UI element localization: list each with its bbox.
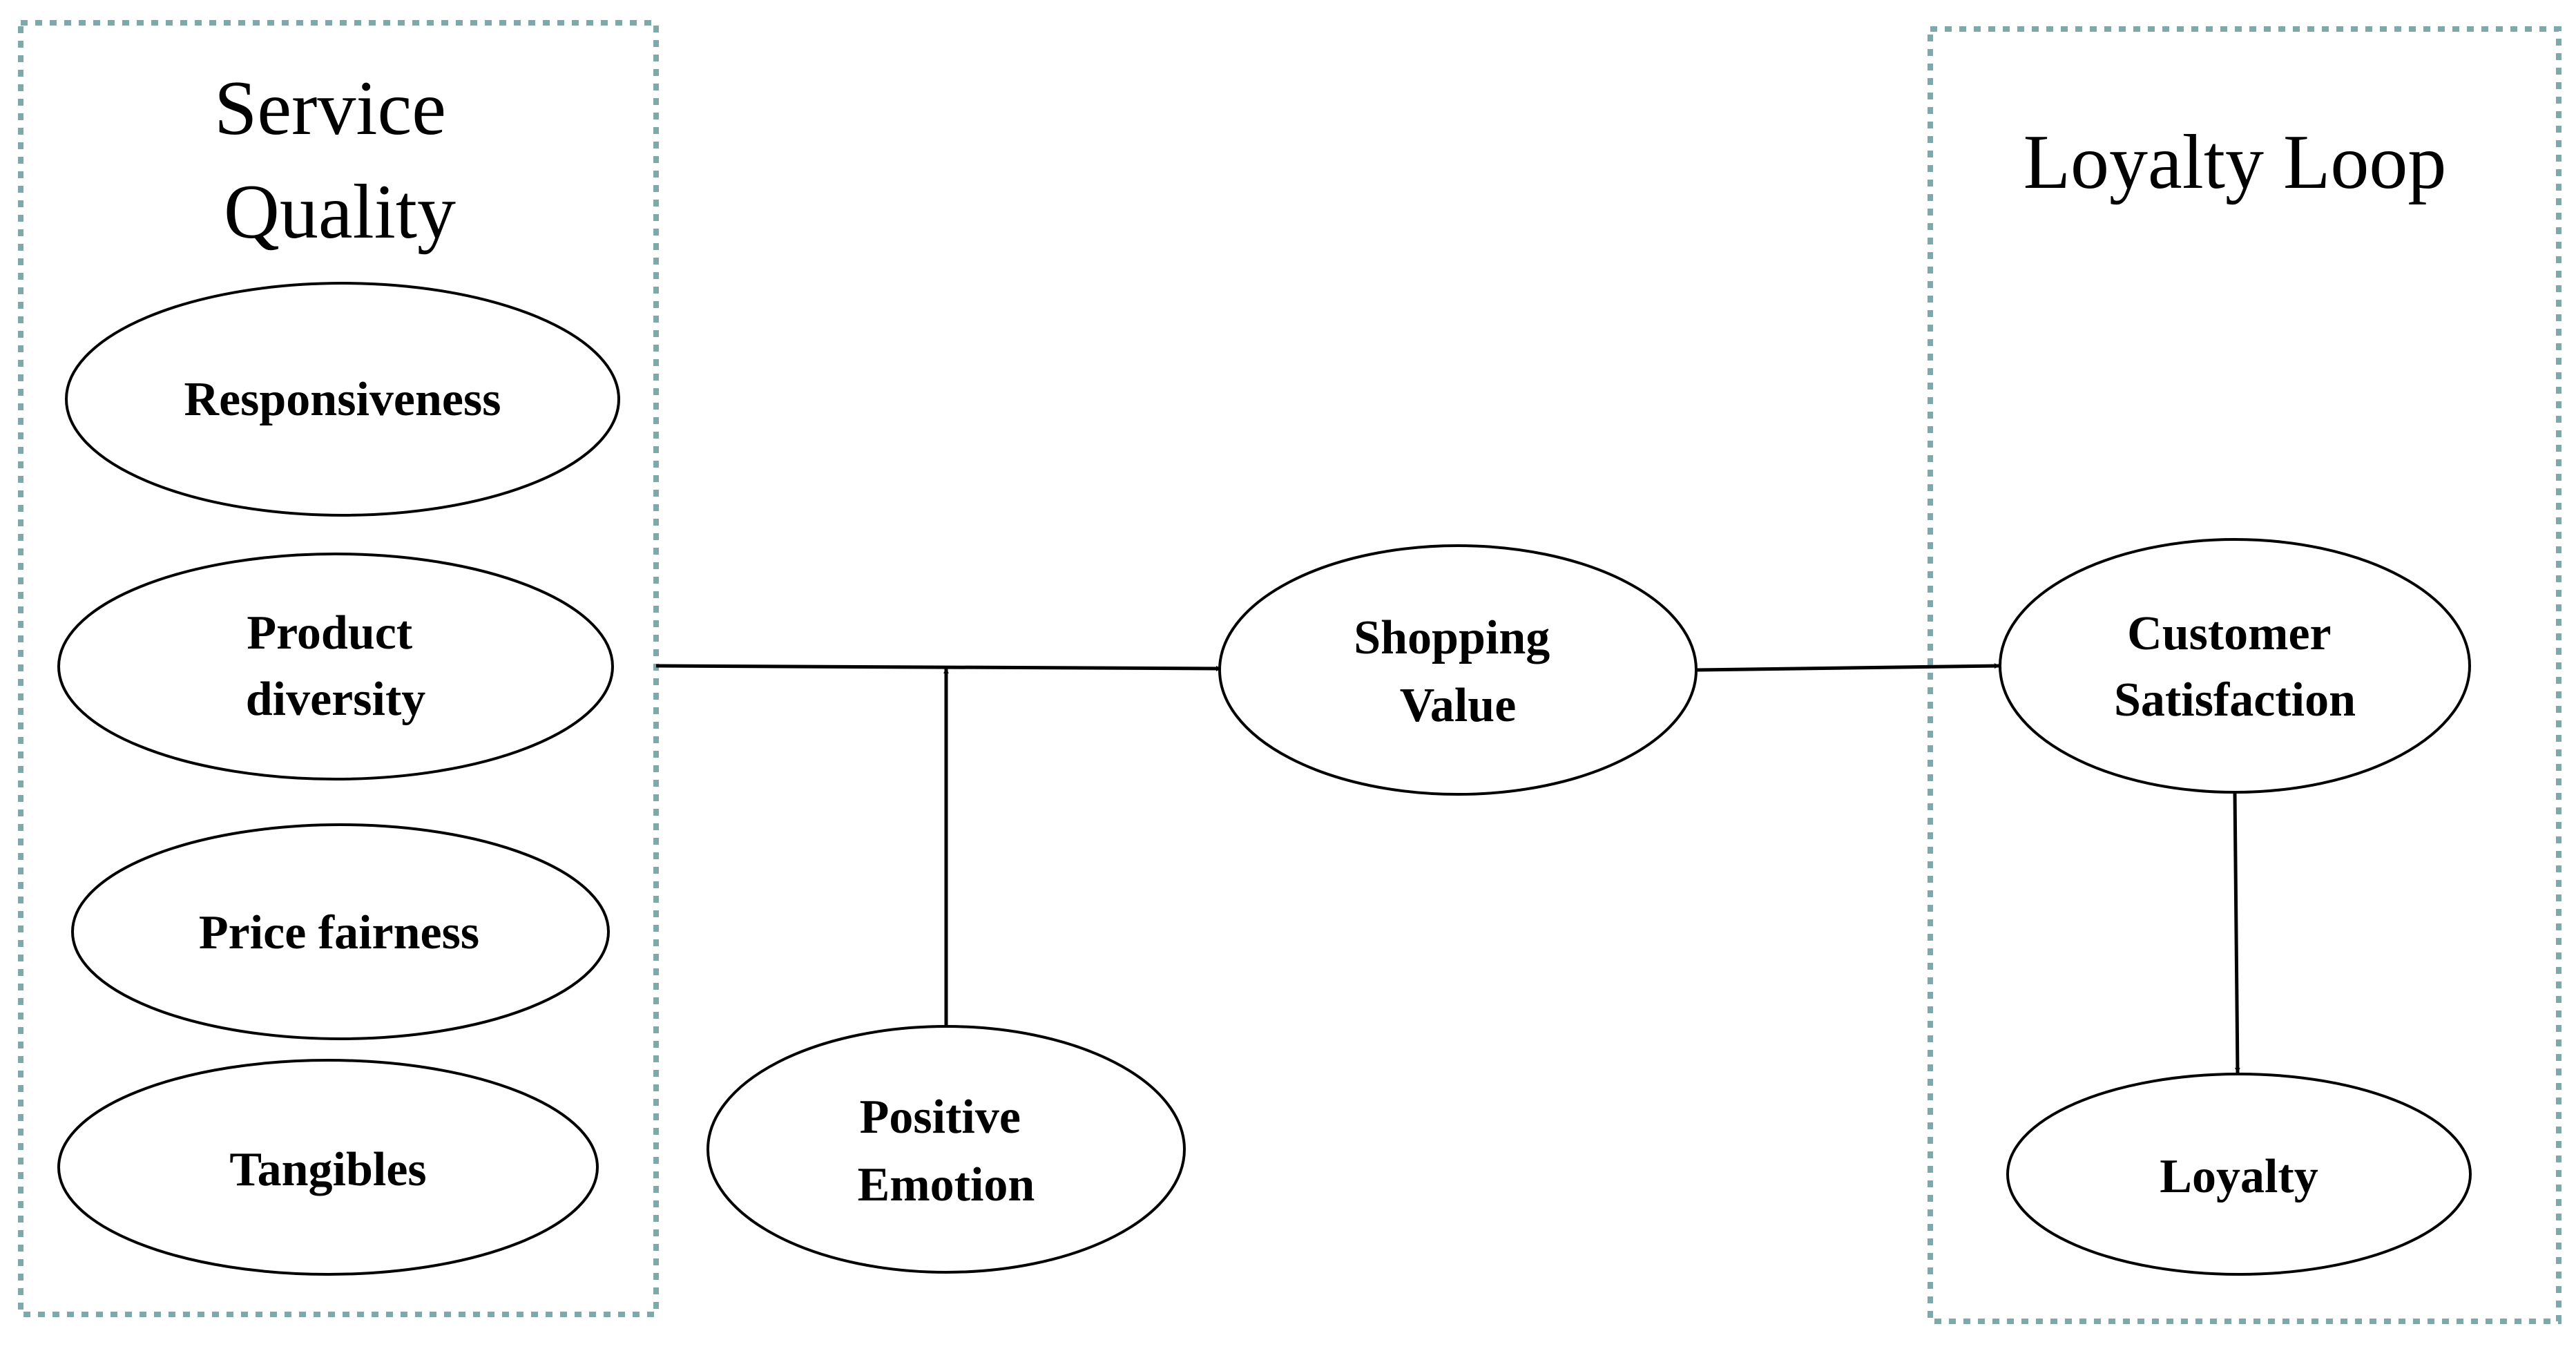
edge-service-quality-to-shopping-value (655, 664, 1222, 671)
tangibles-ellipse (57, 1059, 599, 1276)
shopping-value-ellipse (1218, 544, 1698, 796)
responsiveness-label-line-1: Responsiveness (184, 373, 501, 426)
node-product-diversity: Product diversity (57, 553, 614, 780)
product-diversity-label: Product diversity (246, 606, 426, 726)
responsiveness-ellipse (65, 282, 620, 517)
shopping-value-label-line-2: Value (1400, 679, 1517, 732)
positive-emotion-label-line-1: Positive (860, 1091, 1021, 1144)
tangibles-label-line-1: Tangibles (229, 1143, 426, 1196)
customer-satisfaction-label-line-1: Customer (2127, 607, 2330, 660)
loyalty-loop-group: Loyalty Loop (1928, 26, 2561, 1324)
loyalty-label: Loyalty (2160, 1150, 2318, 1203)
shopping-value-label: Shopping Value (1354, 611, 1562, 732)
tangibles-label: Tangibles (229, 1143, 426, 1196)
loyalty-loop-title-line-1: Loyalty Loop (2024, 119, 2447, 205)
service-quality-title-line-2: Quality (224, 169, 456, 255)
node-positive-emotion: Positive Emotion (707, 1025, 1186, 1274)
edge-customer-satisfaction-to-loyalty (2233, 792, 2240, 1073)
node-responsiveness: Responsiveness (65, 282, 620, 517)
product-diversity-label-line-1: Product (247, 606, 412, 660)
node-price-fairness: Price fairness (71, 823, 610, 1040)
node-loyalty: Loyalty (2006, 1073, 2472, 1276)
customer-satisfaction-label-line-2: Satisfaction (2114, 673, 2356, 727)
edge-shopping-value-to-customer-satisfaction (1695, 663, 2000, 672)
edges (655, 663, 2240, 1073)
loyalty-loop-box (1928, 26, 2561, 1324)
price-fairness-label: Price fairness (199, 906, 479, 959)
service-quality-title-line-1: Service (214, 66, 446, 151)
service-quality-group: Service Quality (18, 20, 659, 1317)
product-diversity-label-line-2: diversity (246, 673, 426, 726)
loyalty-loop-title: Loyalty Loop (2024, 119, 2447, 205)
price-fairness-label-line-1: Price fairness (199, 906, 479, 959)
positive-emotion-label: Positive Emotion (858, 1091, 1035, 1211)
service-quality-title: Service Quality (214, 66, 465, 255)
node-customer-satisfaction: Customer Satisfaction (1999, 538, 2471, 794)
loyalty-label-line-1: Loyalty (2160, 1150, 2318, 1203)
responsiveness-label: Responsiveness (184, 373, 501, 426)
node-tangibles: Tangibles (57, 1059, 599, 1276)
customer-satisfaction-label: Customer Satisfaction (2114, 607, 2356, 727)
product-diversity-ellipse (57, 553, 614, 780)
service-quality-box (18, 20, 659, 1317)
positive-emotion-label-line-2: Emotion (858, 1158, 1035, 1211)
shopping-value-label-line-1: Shopping (1354, 611, 1550, 664)
price-fairness-ellipse (71, 823, 610, 1040)
customer-satisfaction-ellipse (1999, 538, 2471, 794)
positive-emotion-ellipse (707, 1025, 1186, 1274)
node-shopping-value: Shopping Value (1218, 544, 1698, 796)
loyalty-ellipse (2006, 1073, 2472, 1276)
